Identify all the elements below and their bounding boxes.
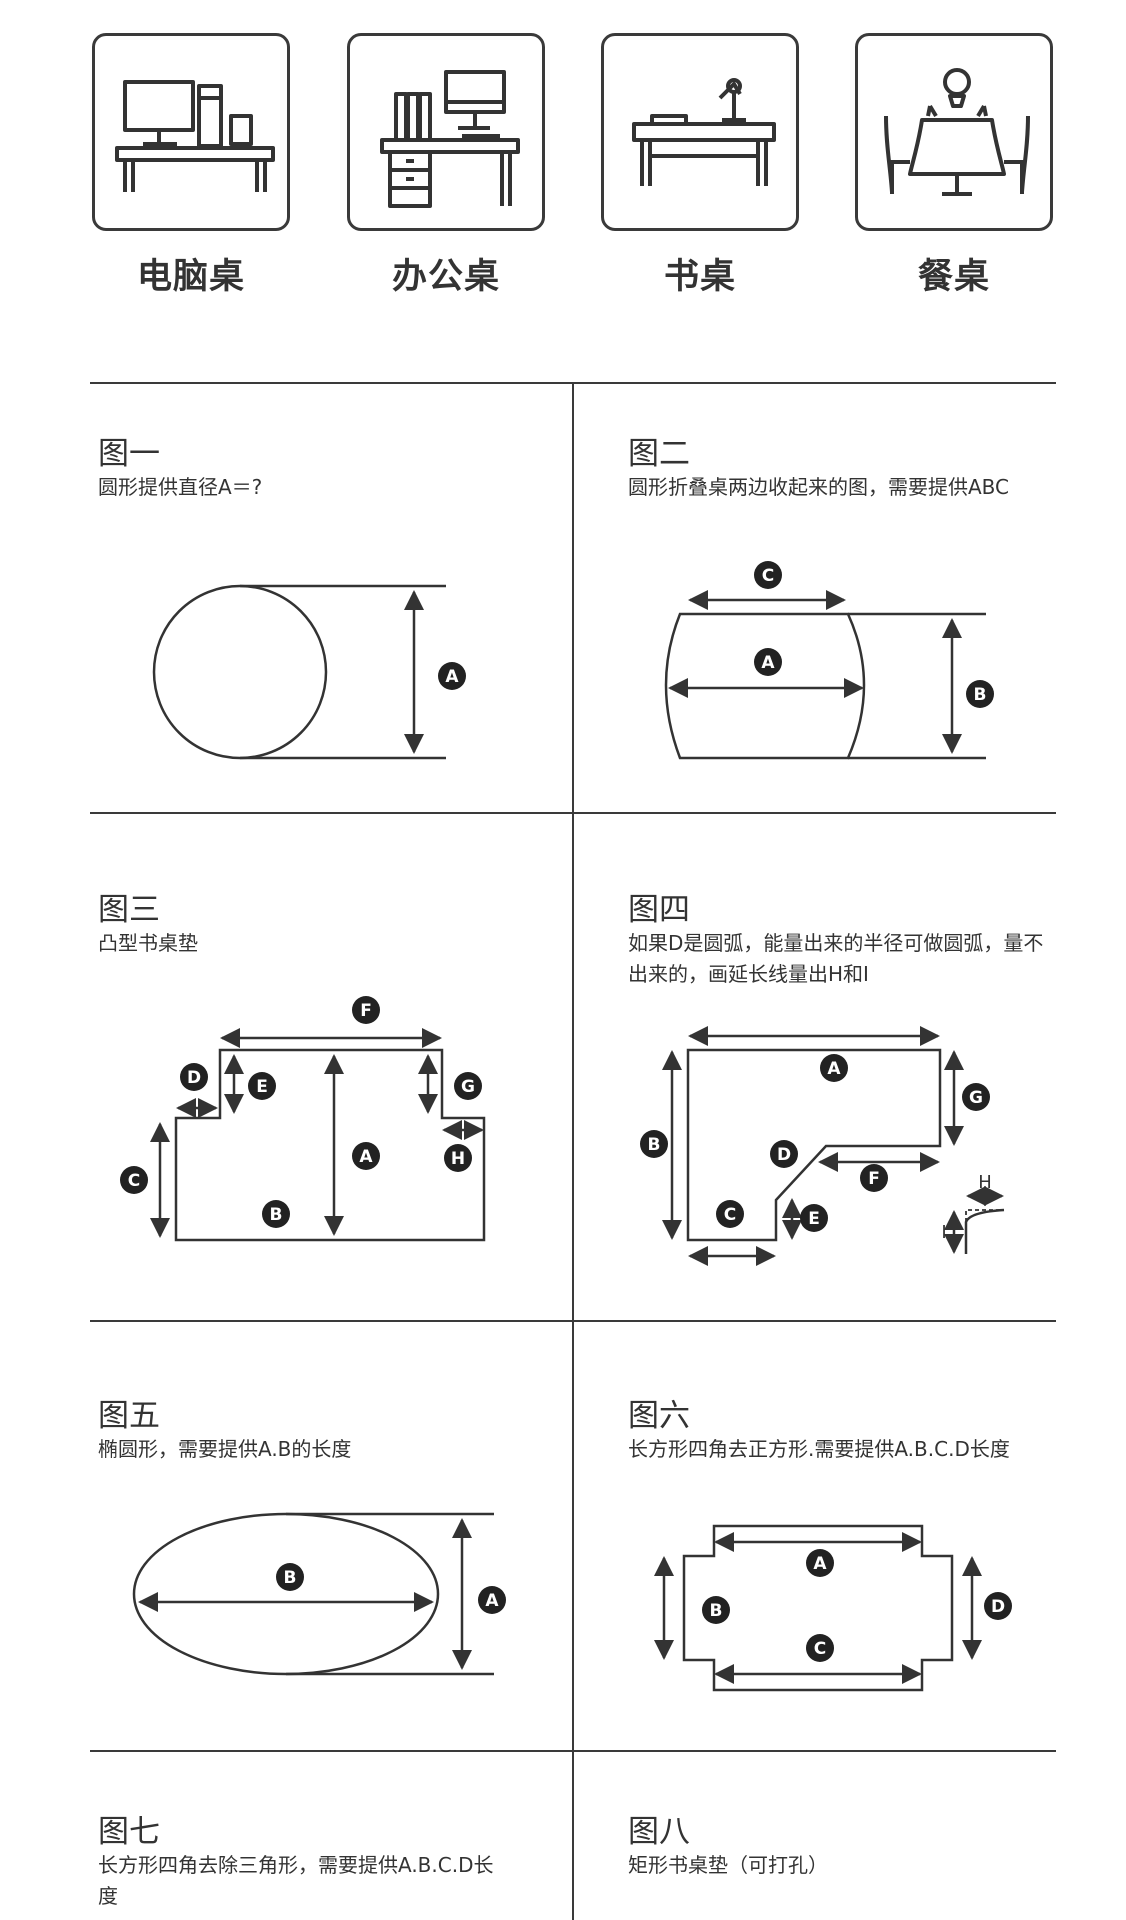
label-b-fig5: B xyxy=(284,1568,297,1588)
badge-h-fig3 xyxy=(444,1144,472,1172)
label-b-fig3: B xyxy=(270,1205,283,1225)
label-b-fig4: B xyxy=(648,1135,661,1155)
badge-f-fig4 xyxy=(860,1164,888,1192)
label-f-fig4: F xyxy=(868,1169,880,1189)
category-card-writing-desk[interactable] xyxy=(601,33,799,231)
badge-d-fig6 xyxy=(984,1592,1012,1620)
figure-3-desc: 凸型书桌垫 xyxy=(98,931,198,955)
writing-desk-icon xyxy=(632,78,776,186)
label-b-fig2: B xyxy=(974,685,987,705)
label-h-fig3: H xyxy=(451,1149,465,1169)
figure-7-desc: 长方形四角去除三角形，需要提供A.B.C.D长度 xyxy=(98,1853,494,1908)
badge-c-fig2 xyxy=(754,561,782,589)
figure-4-desc: 如果D是圆弧，能量出来的半径可做圆弧，量不出来的，画延长线量出H和I xyxy=(628,931,1044,986)
label-a-fig3: A xyxy=(359,1147,373,1167)
category-card-office-desk[interactable] xyxy=(347,33,545,231)
label-d-fig4: D xyxy=(777,1145,791,1165)
label-f-fig3: F xyxy=(360,1001,372,1021)
category-label-computer-desk: 电脑桌 xyxy=(136,257,245,297)
badge-a-fig5 xyxy=(478,1586,506,1614)
label-c-fig6: C xyxy=(814,1639,826,1659)
figure-8-desc: 矩形书桌垫（可打孔） xyxy=(628,1853,828,1877)
badge-c-fig6 xyxy=(806,1634,834,1662)
t-shape-outline xyxy=(174,1048,486,1242)
badge-a-fig2 xyxy=(754,648,782,676)
label-c-fig4: C xyxy=(724,1205,736,1225)
figure-6-diagram xyxy=(654,1524,982,1692)
figure-7-title: 图七 xyxy=(98,1814,160,1850)
label-a-fig4: A xyxy=(827,1059,841,1079)
badge-g-fig3 xyxy=(454,1072,482,1100)
label-c-fig2: C xyxy=(762,566,774,586)
label-d-fig3: D xyxy=(187,1068,201,1088)
label-e-fig3: E xyxy=(256,1077,268,1097)
label-e-fig4: E xyxy=(808,1209,820,1229)
figure-4-title: 图四 xyxy=(628,892,690,928)
figure-3-title: 图三 xyxy=(98,892,160,928)
badge-c-fig3 xyxy=(120,1166,148,1194)
category-label-dining-table: 餐桌 xyxy=(917,257,990,297)
figure-8-title: 图八 xyxy=(628,1814,690,1850)
badge-e-fig3 xyxy=(248,1072,276,1100)
office-desk-icon xyxy=(380,70,520,208)
notched-rectangle-outline xyxy=(682,1524,954,1692)
figure-5-diagram xyxy=(132,1512,494,1676)
figure-5-desc: 椭圆形，需要提供A.B的长度 xyxy=(98,1437,352,1461)
badge-b-fig4 xyxy=(640,1130,668,1158)
badge-c-fig4 xyxy=(716,1200,744,1228)
figure-4-diagram xyxy=(662,1026,1005,1266)
badge-d-fig3 xyxy=(180,1063,208,1091)
label-d-fig6: D xyxy=(991,1597,1005,1617)
figure-2-desc: 圆形折叠桌两边收起来的图，需要提供ABC xyxy=(628,475,1010,499)
label-badges xyxy=(120,561,1012,1662)
computer-desk-icon xyxy=(115,80,275,192)
grid-divider-v xyxy=(572,382,574,1920)
label-b-fig6: B xyxy=(710,1601,723,1621)
figure-2-title: 图二 xyxy=(628,436,690,472)
badge-e-fig4 xyxy=(800,1204,828,1232)
label-a-fig5: A xyxy=(485,1591,499,1611)
badge-b-fig2 xyxy=(966,680,994,708)
badge-d-fig4 xyxy=(770,1140,798,1168)
badge-a-fig1 xyxy=(438,662,466,690)
figure-2-diagram xyxy=(664,590,986,760)
figure-5-title: 图五 xyxy=(98,1398,160,1434)
badge-a-fig4 xyxy=(820,1054,848,1082)
figure-6-title: 图六 xyxy=(628,1398,690,1434)
l-shape-outline xyxy=(686,1048,942,1242)
badge-f-fig3 xyxy=(352,996,380,1024)
badge-b-fig6 xyxy=(702,1596,730,1624)
badge-g-fig4 xyxy=(962,1083,990,1111)
badge-b-fig5 xyxy=(276,1563,304,1591)
figure-1-desc: 圆形提供直径A＝? xyxy=(98,475,263,499)
label-h-fig4-detail: H xyxy=(978,1172,992,1193)
category-label-writing-desk: 书桌 xyxy=(663,257,736,297)
label-g-fig4: G xyxy=(969,1088,983,1108)
figure-1-diagram xyxy=(152,584,446,760)
badge-a-fig6 xyxy=(806,1549,834,1577)
label-a-fig1: A xyxy=(445,667,459,687)
badge-a-fig3 xyxy=(352,1142,380,1170)
badge-b-fig3 xyxy=(262,1200,290,1228)
label-a-fig6: A xyxy=(813,1554,827,1574)
category-card-computer-desk[interactable] xyxy=(92,33,290,231)
label-c-fig3: C xyxy=(128,1171,140,1191)
label-a-fig2: A xyxy=(761,653,775,673)
figure-6-desc: 长方形四角去正方形.需要提供A.B.C.D长度 xyxy=(628,1437,1010,1461)
category-label-office-desk: 办公桌 xyxy=(391,257,500,297)
label-i-fig4-detail: I xyxy=(941,1222,946,1243)
dining-table-icon xyxy=(884,68,1030,196)
figure-1-title: 图一 xyxy=(98,436,160,472)
category-card-dining-table[interactable] xyxy=(855,33,1053,231)
figure-3-diagram xyxy=(150,1028,486,1242)
label-g-fig3: G xyxy=(461,1077,475,1097)
